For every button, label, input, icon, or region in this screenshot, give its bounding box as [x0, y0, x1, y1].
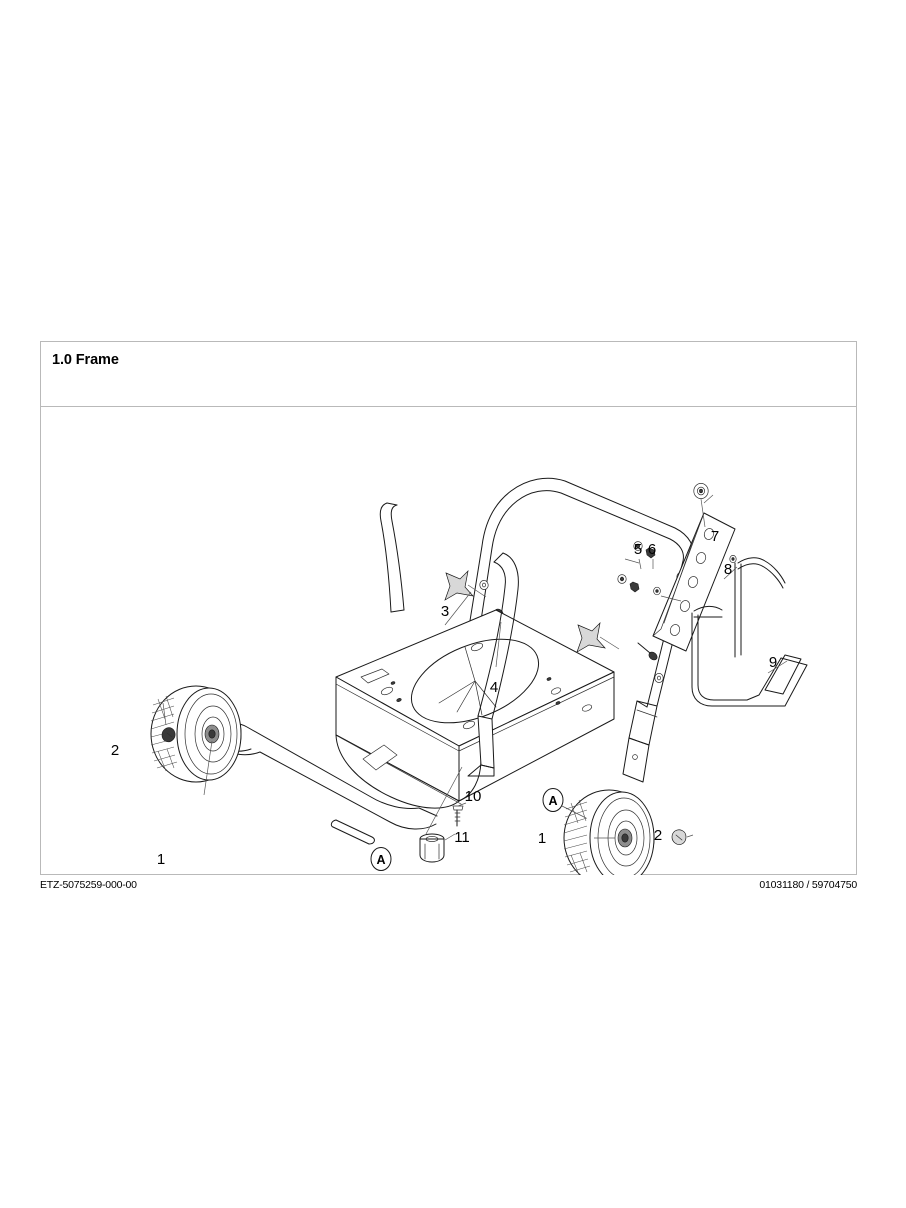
- detail-marker-wheel: A: [542, 788, 587, 819]
- footer-part-numbers: 01031180 / 59704750: [759, 879, 857, 891]
- callout-1-right: 1: [538, 830, 546, 847]
- wheel-left: [150, 685, 242, 796]
- parts-diagram-illustration: 2 1 3 4 5 6 7 8 9 10 11 1 2 A: [111, 477, 808, 875]
- wheel-retainer-clip-left: [161, 702, 176, 743]
- callout-7: 7: [711, 528, 719, 545]
- washer-nut-pair-lower: [617, 574, 640, 593]
- footer-document-code: ETZ-5075259-000-00: [40, 879, 137, 891]
- frame-body: [335, 609, 615, 809]
- callout-9: 9: [769, 654, 777, 671]
- detail-marker-axle-label: A: [376, 853, 385, 867]
- callout-5: 5: [634, 541, 642, 558]
- page-title: 1.0 Frame: [52, 352, 119, 368]
- leader-lines: [444, 494, 788, 674]
- screw-item10: [452, 802, 467, 827]
- callout-6: 6: [648, 541, 656, 558]
- star-knob-left: [444, 569, 487, 601]
- washer-upper: [633, 541, 643, 551]
- nut-lower: [629, 581, 640, 593]
- callout-10: 10: [465, 788, 482, 805]
- footer: ETZ-5075259-000-00 01031180 / 59704750: [40, 879, 857, 897]
- perforated-bracket-plate: [652, 512, 737, 652]
- callout-2-left: 2: [111, 742, 119, 759]
- star-knob-right: [576, 621, 620, 653]
- diagram-panel: 1.0 Frame: [40, 341, 857, 875]
- callout-8: 8: [724, 561, 732, 578]
- nut-upper: [645, 547, 656, 559]
- cap-bushing-item11: [419, 766, 463, 863]
- callout-1-left: 1: [157, 851, 165, 868]
- washer-nut-pair-upper: [633, 541, 656, 559]
- wheel-retainer-clip-right: [671, 829, 694, 845]
- wheel-right: [563, 789, 655, 875]
- figure-area: 2 1 3 4 5 6 7 8 9 10 11 1 2 A: [41, 407, 856, 875]
- washer-nut-item7: [693, 483, 709, 499]
- callout-labels: 2 1 3 4 5 6 7 8 9 10 11 1 2: [111, 528, 777, 868]
- callout-4: 4: [490, 679, 498, 696]
- callout-3: 3: [441, 603, 449, 620]
- frame-upright-tubes: [379, 502, 519, 777]
- panel-header: 1.0 Frame: [41, 342, 856, 407]
- carriage-bolt-right: [637, 642, 658, 661]
- callout-2-right: 2: [654, 827, 662, 844]
- detail-marker-axle: A: [370, 847, 392, 871]
- washer-lower: [617, 574, 627, 584]
- detail-marker-wheel-label: A: [548, 794, 557, 808]
- callout-11: 11: [454, 829, 470, 846]
